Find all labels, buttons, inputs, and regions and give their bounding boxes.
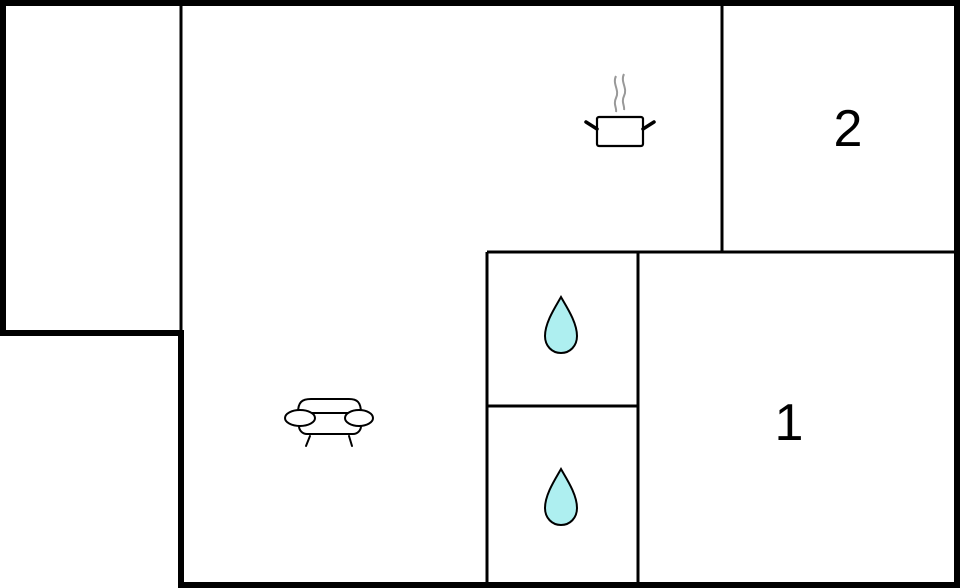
water-drop-icon: [543, 466, 579, 527]
interior-walls: [179, 3, 957, 585]
water-drop-icon: [543, 294, 579, 355]
room-label-2: 2: [834, 100, 863, 158]
sofa-icon: [284, 398, 374, 447]
cooking-pot-icon: [584, 73, 656, 148]
room-label-1: 1: [775, 394, 804, 452]
